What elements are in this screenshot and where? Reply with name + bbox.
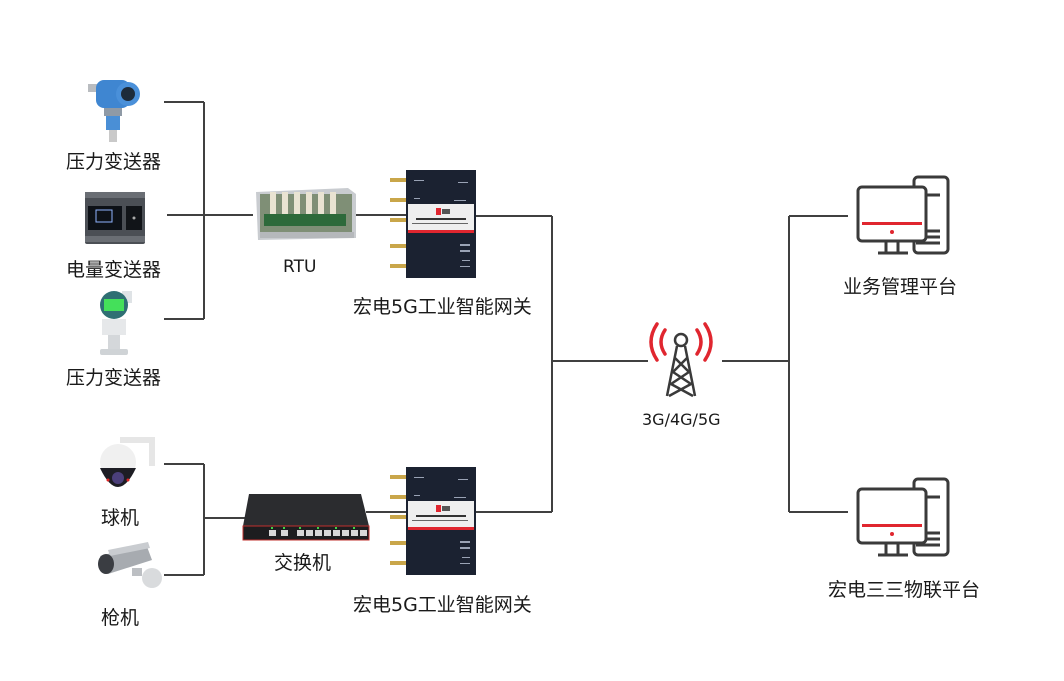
rtu-rack-icon (256, 188, 356, 240)
network-switch-icon (242, 494, 370, 541)
pressure-transmitter-lcd-icon (100, 291, 132, 355)
power-transmitter (84, 190, 146, 246)
rtu (252, 186, 358, 242)
device-label: 球机 (101, 507, 140, 529)
pressure-transmitter-1 (82, 78, 144, 144)
gateway-label: 宏电5G工业智能网关 (353, 594, 532, 616)
computer-icon (856, 175, 950, 255)
platform-label: 宏电三三物联平台 (828, 579, 981, 601)
switch-label: 交换机 (274, 552, 332, 574)
platform-label: 业务管理平台 (843, 276, 958, 298)
cell-tower (643, 318, 719, 400)
computer-icon (856, 477, 950, 557)
bullet-camera (96, 542, 164, 588)
platform-1-computer (856, 175, 952, 255)
device-label: 枪机 (101, 607, 140, 629)
industrial-gateway-icon (390, 467, 476, 575)
gateway-label: 宏电5G工业智能网关 (353, 296, 532, 318)
device-label: 压力变送器 (66, 151, 162, 173)
gateway-1 (388, 168, 478, 280)
pressure-transmitter-icon (88, 80, 140, 142)
industrial-gateway-icon (390, 170, 476, 278)
rtu-label: RTU (283, 257, 317, 277)
network-switch (241, 492, 371, 542)
gateway-2 (388, 465, 478, 577)
network-label: 3G/4G/5G (642, 410, 721, 429)
dome-camera-icon (100, 437, 155, 487)
power-transmitter-icon (85, 192, 145, 244)
device-label: 压力变送器 (66, 367, 162, 389)
platform-2-computer (856, 477, 952, 557)
dome-camera (94, 436, 160, 496)
device-label: 电量变送器 (66, 259, 162, 281)
pressure-transmitter-2 (94, 289, 140, 359)
cell-tower-icon (649, 322, 713, 398)
bullet-camera-icon (98, 542, 162, 588)
